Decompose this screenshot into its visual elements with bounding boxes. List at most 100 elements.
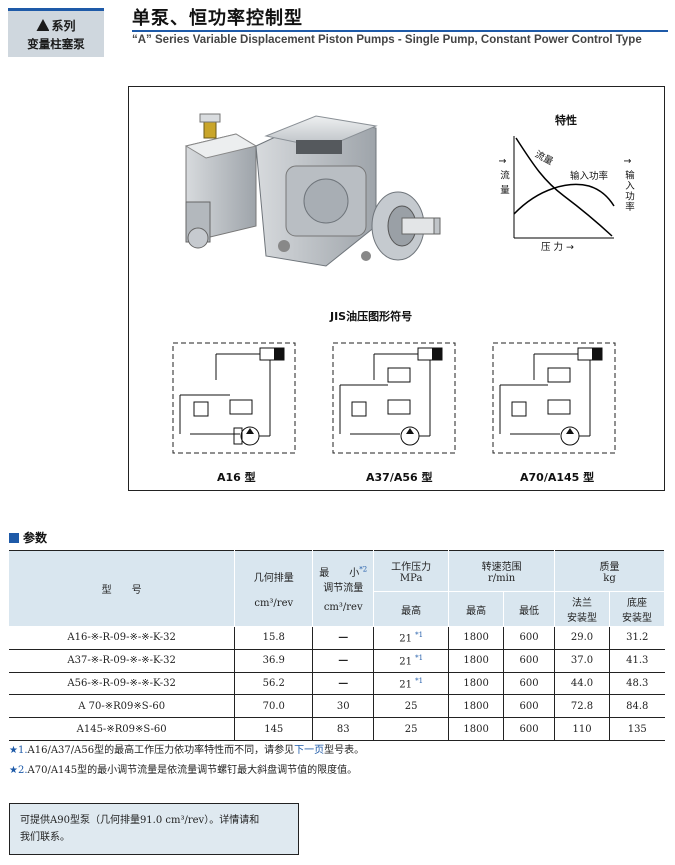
header-speed-unit: r/min xyxy=(487,573,516,584)
cell-min-flow: 83 xyxy=(312,717,375,741)
cell-flange: 72.8 xyxy=(554,694,610,719)
a90-callout: 可提供A90型泵（几何排量91.0 cm³/rev）。详情请和 我们联系。 xyxy=(9,803,299,855)
footnote-2: ★2.A70/A145型的最小调节流量是依流量调节螺钉最大斜盘调节值的限度值。 xyxy=(9,761,357,776)
header-mass: 质量 kg xyxy=(554,550,665,592)
characteristic-title: 特性 xyxy=(555,114,577,127)
cell-min-flow: 30 xyxy=(312,694,375,719)
cell-speed-max: 1800 xyxy=(448,694,505,719)
power-axis-label: 输入功率 xyxy=(623,170,634,212)
header-min-flow-unit: cm³/rev xyxy=(323,602,363,613)
page-title: 单泵、恒功率控制型 xyxy=(132,8,303,29)
header-flange-b: 安装型 xyxy=(567,613,598,624)
star-mark: *2 xyxy=(359,565,368,574)
cell-speed-min: 600 xyxy=(503,649,556,673)
input-power-curve xyxy=(513,183,615,215)
table-row: A16-※-R-09-※-※-K-32 15.8 — 21 *1 1800 60… xyxy=(9,626,665,650)
cell-flange: 29.0 xyxy=(554,626,610,650)
header-foot-a: 底座 xyxy=(627,598,647,609)
header-min-flow-b: 调节流量 xyxy=(323,583,364,594)
table-row: A 70-※R09※S-60 70.0 30 25 1800 600 72.8 … xyxy=(9,694,665,719)
jis-symbol-title: JIS油压图形符号 xyxy=(330,310,413,323)
table-row: A37-※-R-09-※-※-K-32 36.9 — 21 *1 1800 60… xyxy=(9,649,665,673)
callout-line-1: 可提供A90型泵（几何排量91.0 cm³/rev）。详情请和 xyxy=(20,815,260,826)
next-page-link[interactable]: 下一页 xyxy=(294,745,325,756)
header-displacement-unit: cm³/rev xyxy=(254,597,294,609)
flow-axis-arrow: ↑ xyxy=(496,157,507,166)
brand-logo-icon xyxy=(36,19,50,31)
parameters-table: 型 号 几何排量 cm³/rev 最 小*2 调节流量 cm³/rev 工作压力… xyxy=(9,550,665,741)
cell-min-flow: — xyxy=(312,672,375,696)
power-curve-label: 输入功率 xyxy=(570,171,609,182)
header-mass-unit: kg xyxy=(603,573,616,584)
flow-curve xyxy=(515,137,613,237)
header-speed-label: 转速范围 xyxy=(481,562,522,573)
cell-flange: 110 xyxy=(554,717,610,741)
cell-model: A16-※-R-09-※-※-K-32 xyxy=(9,626,236,650)
category-label: 变量柱塞泵 xyxy=(27,36,85,51)
header-pressure: 工作压力 MPa xyxy=(373,550,450,592)
title-rule xyxy=(132,30,668,32)
header-flange-a: 法兰 xyxy=(572,598,593,609)
header-foot: 底座安装型 xyxy=(609,591,665,627)
star-mark: *1 xyxy=(415,631,424,640)
section-title: 参数 xyxy=(23,531,48,545)
callout-line-2: 我们联系。 xyxy=(20,832,70,843)
cell-foot: 31.2 xyxy=(609,626,665,650)
circuit-label-a70-a145: A70/A145 型 xyxy=(520,471,595,484)
header-flange: 法兰安装型 xyxy=(554,591,610,627)
footnote-1-text-a: A16/A37/A56型的最高工作压力依功率特性而不同，请参见 xyxy=(27,745,295,756)
cell-foot: 135 xyxy=(609,717,665,741)
hydraulic-circuit-a70-a145 xyxy=(492,342,616,454)
cell-pressure-value: 21 xyxy=(399,633,412,645)
power-axis-arrow: ↑ xyxy=(621,157,632,166)
header-displacement: 几何排量 cm³/rev xyxy=(234,550,314,627)
cell-flange: 44.0 xyxy=(554,672,610,696)
cell-model: A145-※R09※S-60 xyxy=(9,717,236,741)
hydraulic-circuit-a37-a56 xyxy=(332,342,456,454)
cell-flange: 37.0 xyxy=(554,649,610,673)
page-subtitle: “A” Series Variable Displacement Piston … xyxy=(132,34,642,46)
cell-displacement: 36.9 xyxy=(234,649,314,673)
flow-axis-label: 流 量 xyxy=(498,170,509,196)
header-model: 型 号 xyxy=(9,550,236,627)
star-mark: *1 xyxy=(415,654,424,663)
cell-displacement: 145 xyxy=(234,717,314,741)
cell-min-flow: — xyxy=(312,649,375,673)
header-min-flow: 最 小*2 调节流量 cm³/rev xyxy=(312,550,375,627)
cell-speed-min: 600 xyxy=(503,717,556,741)
cell-pressure: 21 *1 xyxy=(373,626,450,650)
header-pressure-label: 工作压力 xyxy=(391,562,432,573)
cell-displacement: 15.8 xyxy=(234,626,314,650)
table-row: A145-※R09※S-60 145 83 25 1800 600 110 13… xyxy=(9,717,665,741)
series-badge: 系列 变量柱塞泵 xyxy=(8,8,104,57)
table-row: A56-※-R-09-※-※-K-32 56.2 — 21 *1 1800 60… xyxy=(9,672,665,696)
header-speed: 转速范围 r/min xyxy=(448,550,556,592)
section-square-icon xyxy=(9,533,19,543)
cell-model: A37-※-R-09-※-※-K-32 xyxy=(9,649,236,673)
footnote-1-mark: ★1. xyxy=(9,745,28,756)
header-min-flow-a: 最 小 xyxy=(319,568,360,579)
cell-model: A 70-※R09※S-60 xyxy=(9,694,236,719)
cell-pressure: 21 *1 xyxy=(373,649,450,673)
cell-model: A56-※-R-09-※-※-K-32 xyxy=(9,672,236,696)
header-speed-max: 最高 xyxy=(448,591,505,627)
cell-speed-max: 1800 xyxy=(448,649,505,673)
cell-speed-max: 1800 xyxy=(448,626,505,650)
cell-speed-min: 600 xyxy=(503,626,556,650)
footnote-2-mark: ★2. xyxy=(9,765,28,776)
cell-pressure: 25 xyxy=(373,694,450,719)
cell-displacement: 70.0 xyxy=(234,694,314,719)
hydraulic-circuit-a16 xyxy=(172,342,296,454)
cell-foot: 41.3 xyxy=(609,649,665,673)
figure-frame xyxy=(128,86,665,491)
cell-foot: 84.8 xyxy=(609,694,665,719)
cell-pressure-value: 21 xyxy=(399,679,412,691)
cell-min-flow: — xyxy=(312,626,375,650)
footnote-1-text-b: 型号表。 xyxy=(324,745,365,756)
header-mass-label: 质量 xyxy=(599,562,620,573)
header-pressure-max: 最高 xyxy=(373,591,450,627)
star-mark: *1 xyxy=(415,676,424,685)
cell-displacement: 56.2 xyxy=(234,672,314,696)
series-label: 系列 xyxy=(51,18,76,33)
cell-speed-max: 1800 xyxy=(448,672,505,696)
